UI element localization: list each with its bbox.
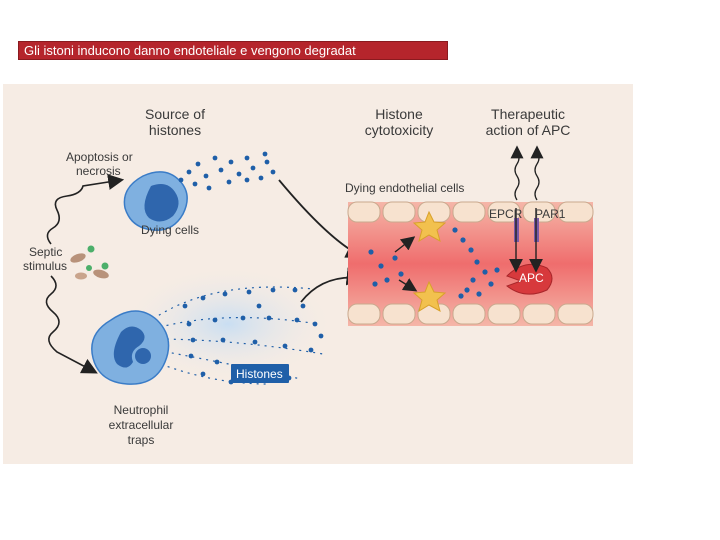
par1-receptor bbox=[529, 208, 543, 273]
label-apc: APC bbox=[519, 271, 544, 285]
label-dying-endothelial: Dying endothelial cells bbox=[345, 181, 464, 195]
bacteria-cluster bbox=[70, 245, 109, 280]
label-par1: PAR1 bbox=[535, 207, 566, 221]
label-dying-cells: Dying cells bbox=[141, 223, 199, 237]
arrow-septic-to-dying bbox=[46, 174, 125, 245]
heading-cytotoxicity-line1: Histone bbox=[375, 106, 423, 122]
label-neutrophil-line3: traps bbox=[128, 433, 155, 447]
endothelial-layer-bottom bbox=[347, 303, 594, 325]
histones-in-vessel bbox=[368, 227, 500, 299]
blood-vessel bbox=[347, 201, 594, 326]
epcr-receptor bbox=[509, 208, 523, 273]
label-neutrophil-line1: Neutrophil bbox=[114, 403, 169, 417]
virus-icon bbox=[86, 245, 109, 271]
label-histones: Histones bbox=[236, 367, 283, 381]
arrow-histone-to-star-top bbox=[394, 236, 416, 253]
heading-cytotoxicity-line2: cytotoxicity bbox=[365, 122, 433, 138]
signal-arrow-left bbox=[510, 145, 524, 201]
signal-arrow-right bbox=[530, 145, 544, 201]
arrow-septic-to-neutrophil bbox=[45, 275, 98, 374]
heading-source-line1: Source of bbox=[145, 106, 205, 122]
damage-star-bottom bbox=[412, 280, 447, 313]
arrow-histone-to-star-bottom bbox=[398, 278, 418, 292]
label-septic-line1: Septic bbox=[29, 245, 62, 259]
neutrophil-cell bbox=[91, 310, 170, 385]
dying-cell bbox=[123, 171, 188, 231]
net-glow bbox=[118, 264, 338, 384]
label-epcr: EPCR bbox=[489, 207, 523, 221]
label-septic-line2: stimulus bbox=[23, 259, 67, 273]
endothelial-layer-top bbox=[347, 201, 594, 223]
histone-diagram: Source of histones Histone cytotoxicity … bbox=[3, 84, 633, 464]
slide-title: Gli istoni inducono danno endoteliale e … bbox=[18, 41, 448, 60]
damage-star-top bbox=[412, 210, 447, 243]
label-apoptosis-line1: Apoptosis or bbox=[66, 150, 133, 164]
heading-source-line2: histones bbox=[149, 122, 201, 138]
histones-from-dying-cell bbox=[178, 151, 276, 191]
heading-therapeutic-line1: Therapeutic bbox=[491, 106, 565, 122]
label-neutrophil-line2: extracellular bbox=[109, 418, 174, 432]
heading-therapeutic-line2: action of APC bbox=[486, 122, 571, 138]
label-apoptosis-line2: necrosis bbox=[76, 164, 121, 178]
histones-label-box bbox=[231, 364, 289, 383]
